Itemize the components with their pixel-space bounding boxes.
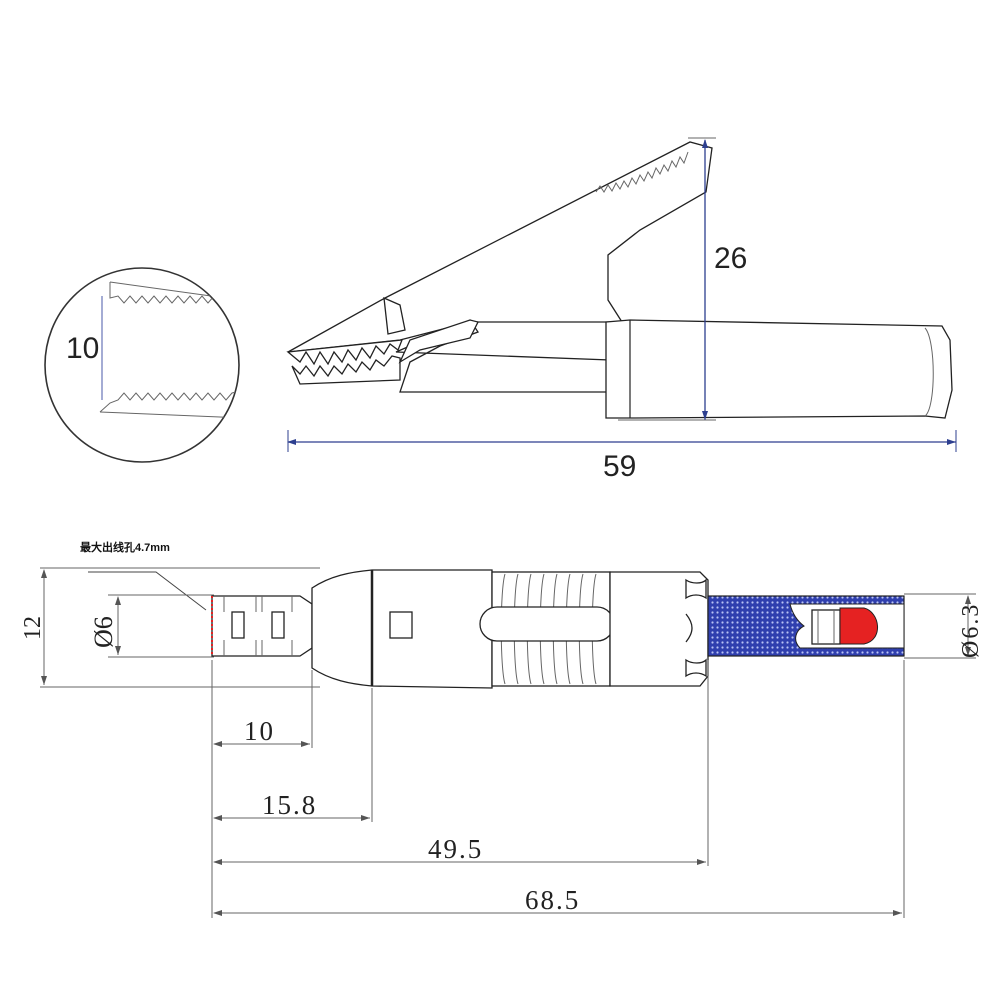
height-26-label: 26 [714,242,747,275]
jaw-opening-label: 10 [66,332,99,365]
dim-10-label: 10 [244,716,275,746]
insulating-sleeve [605,319,953,419]
dim-68-5-label: 68.5 [525,885,580,915]
banana-plug-side-view: 最大出线孔4.7mm 12 Ø6 [20,540,984,918]
length-59-label: 59 [603,450,636,483]
diameter-6-3-label: Ø6.3 [958,603,984,658]
dim-15-8-label: 15.8 [262,790,317,820]
alligator-clip-top-view: 10 26 59 [44,137,957,483]
jaw-detail-circle: 10 [44,267,240,463]
front-teeth [286,339,404,366]
wire-hole-note: 最大出线孔4.7mm [80,540,170,554]
diameter-6-label: Ø6 [89,616,118,648]
red-tip [839,607,878,645]
height-12-label: 12 [20,616,46,640]
dim-49-5-label: 49.5 [428,834,483,864]
lower-jaw-teeth-detail [99,389,239,413]
body-slot [479,606,615,642]
